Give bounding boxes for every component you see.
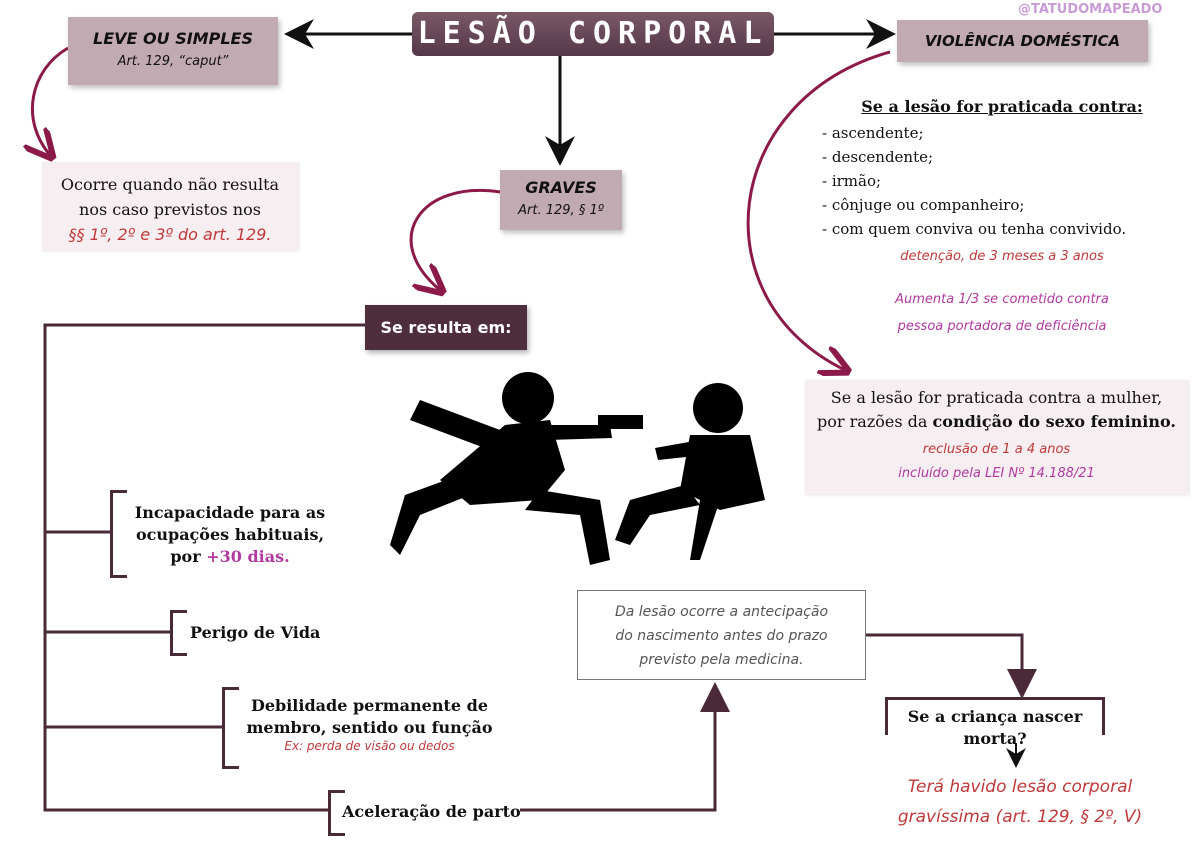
result-aceleracao: Aceleração de parto bbox=[342, 802, 521, 821]
curve-arrow-violencia bbox=[746, 50, 891, 370]
mulher-line: por razões da bbox=[817, 412, 933, 431]
aumento-line: Aumenta 1/3 se cometido contra bbox=[895, 292, 1109, 307]
leve-box: LEVE OU SIMPLES Art. 129, “caput” bbox=[68, 17, 278, 85]
curve-arrow-leve bbox=[32, 46, 69, 155]
bracket bbox=[110, 490, 127, 578]
crianca-question-box: Se a criança nascer morta? bbox=[885, 697, 1105, 748]
graves-title: GRAVES bbox=[525, 178, 597, 197]
list-item: - cônjuge ou companheiro; bbox=[822, 196, 1025, 214]
bracket bbox=[222, 687, 239, 769]
leve-description: Ocorre quando não resulta nos caso previ… bbox=[42, 162, 298, 250]
debil-line: Debilidade permanente de bbox=[250, 696, 488, 715]
graves-box: GRAVES Art. 129, § 1º bbox=[500, 170, 622, 230]
incap-line: ocupações habituais, bbox=[135, 525, 325, 544]
result-incapacidade: Incapacidade para as ocupações habituais… bbox=[120, 502, 340, 568]
mulher-box: Se a lesão for praticada contra a mulher… bbox=[805, 380, 1188, 494]
violencia-aumento: Aumenta 1/3 se cometido contra pessoa po… bbox=[822, 286, 1182, 340]
title-box: LESÃO CORPORAL bbox=[412, 12, 774, 56]
parto-line: do nascimento antes do prazo bbox=[615, 628, 828, 644]
watermark: @TATUDOMAPEADO bbox=[1018, 2, 1163, 17]
answer-line: Terá havido lesão corporal bbox=[907, 777, 1133, 797]
mulher-lei: incluído pela LEI Nº 14.188/21 bbox=[898, 466, 1095, 481]
mulher-pena: reclusão de 1 a 4 anos bbox=[922, 442, 1071, 457]
debil-line: membro, sentido ou função bbox=[246, 718, 493, 737]
violencia-box: VIOLÊNCIA DOMÉSTICA bbox=[897, 20, 1148, 62]
fighting-figures-illustration bbox=[390, 372, 765, 565]
parto-description-box: Da lesão ocorre a antecipação do nascime… bbox=[577, 590, 866, 680]
crianca-answer: Terá havido lesão corporal gravíssima (a… bbox=[880, 772, 1160, 832]
mulher-bold: condição do sexo feminino. bbox=[932, 412, 1176, 431]
violencia-heading: Se a lesão for praticada contra: bbox=[861, 97, 1143, 116]
result-debilidade: Debilidade permanente de membro, sentido… bbox=[232, 695, 507, 753]
incap-highlight: +30 dias. bbox=[206, 547, 290, 566]
debil-example: Ex: perda de visão ou dedos bbox=[284, 739, 455, 753]
mulher-line: Se a lesão for praticada contra a mulher… bbox=[830, 388, 1163, 407]
incap-line: por bbox=[170, 547, 207, 566]
list-item: - ascendente; bbox=[822, 124, 924, 142]
parto-line: Da lesão ocorre a antecipação bbox=[614, 604, 829, 620]
leve-desc-line: nos caso previstos nos bbox=[79, 200, 261, 219]
list-item: - descendente; bbox=[822, 148, 934, 166]
leve-desc-ref: §§ 1º, 2º e 3º do art. 129. bbox=[68, 225, 272, 244]
se-resulta-box: Se resulta em: bbox=[365, 305, 527, 350]
curve-arrow-graves bbox=[409, 189, 501, 290]
aumento-line: pessoa portadora de deficiência bbox=[897, 319, 1107, 334]
list-item: - com quem conviva ou tenha convivido. bbox=[822, 220, 1127, 238]
bracket bbox=[328, 790, 345, 836]
leve-desc-line: Ocorre quando não resulta bbox=[60, 175, 280, 194]
answer-line: gravíssima (art. 129, § 2º, V) bbox=[897, 807, 1143, 827]
incap-line: Incapacidade para as bbox=[134, 503, 326, 522]
leve-article: Art. 129, “caput” bbox=[117, 54, 229, 69]
parto-line: previsto pela medicina. bbox=[639, 652, 804, 668]
crianca-question: Se a criança nascer morta? bbox=[907, 707, 1083, 748]
graves-article: Art. 129, § 1º bbox=[518, 203, 604, 218]
violencia-pena: detenção, de 3 meses a 3 anos bbox=[900, 249, 1104, 264]
result-perigo: Perigo de Vida bbox=[190, 623, 321, 642]
leve-title: LEVE OU SIMPLES bbox=[93, 29, 253, 48]
list-item: - irmão; bbox=[822, 172, 882, 190]
violencia-title: VIOLÊNCIA DOMÉSTICA bbox=[924, 32, 1121, 50]
violencia-list: Se a lesão for praticada contra: - ascen… bbox=[822, 95, 1182, 241]
bracket bbox=[170, 610, 187, 656]
